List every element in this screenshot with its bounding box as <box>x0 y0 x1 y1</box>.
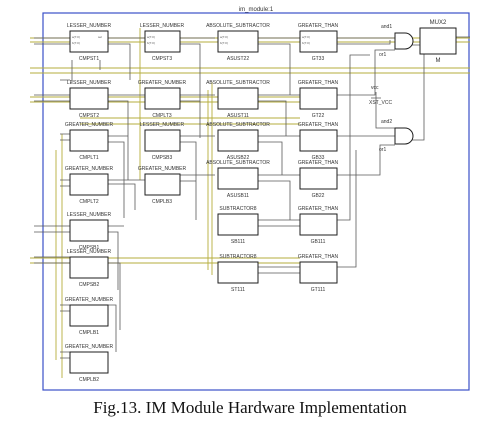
svg-text:a(7:0): a(7:0) <box>72 35 80 39</box>
svg-text:CMPLB3: CMPLB3 <box>152 199 172 205</box>
svg-text:CMPLB2: CMPLB2 <box>79 377 99 383</box>
svg-text:CMPLB1: CMPLB1 <box>79 330 99 336</box>
svg-text:GREATER_THAN: GREATER_THAN <box>298 122 339 128</box>
module-title: im_module:1 <box>239 7 274 13</box>
block-cmplt3: GREATER_NUMBER CMPLT3 <box>138 80 187 119</box>
svg-text:and2: and2 <box>381 119 392 125</box>
block-cmplt1: GREATER_NUMBER CMPLT1 <box>65 122 114 161</box>
svg-text:GREATER_NUMBER: GREATER_NUMBER <box>138 166 187 172</box>
svg-text:b(7:0): b(7:0) <box>220 41 228 45</box>
svg-text:GB111: GB111 <box>311 239 326 245</box>
svg-text:CMPSB2: CMPSB2 <box>79 282 100 288</box>
block-cmplb3: GREATER_NUMBER CMPLB3 <box>138 166 187 205</box>
svg-text:ABSOLUTE_SUBTRACTOR: ABSOLUTE_SUBTRACTOR <box>206 160 270 166</box>
svg-text:ASUSB22: ASUSB22 <box>227 155 250 161</box>
block-cmplb1: GREATER_NUMBER CMPLB1 <box>65 297 114 336</box>
schematic-diagram: im_module:1 LESSER_NUMBER CMPST1 LESSER_… <box>30 7 470 391</box>
svg-text:a(7:0): a(7:0) <box>220 35 228 39</box>
and-gate-1: and1 or1 <box>379 24 414 58</box>
svg-text:ST111: ST111 <box>231 287 245 293</box>
svg-text:sel: sel <box>98 35 102 39</box>
block-gt33: GREATER_THAN GT33 <box>298 23 339 62</box>
svg-text:ASUST22: ASUST22 <box>227 56 249 62</box>
svg-text:CMPLT3: CMPLT3 <box>152 113 172 119</box>
mux2-block: MUX2 M <box>419 20 457 64</box>
svg-text:ABSOLUTE_SUBTRACTOR: ABSOLUTE_SUBTRACTOR <box>206 80 270 86</box>
svg-text:ASUSB11: ASUSB11 <box>227 193 249 199</box>
block-st111: SUBTRACTOR8 ST111 <box>217 254 259 293</box>
block-gb22: GREATER_THAN GB22 <box>298 160 339 199</box>
svg-text:GREATER_THAN: GREATER_THAN <box>298 23 339 29</box>
svg-text:LESSER_NUMBER: LESSER_NUMBER <box>67 212 112 218</box>
svg-text:GB33: GB33 <box>312 155 325 161</box>
svg-text:ABSOLUTE_SUBTRACTOR: ABSOLUTE_SUBTRACTOR <box>206 122 270 128</box>
block-cmplt2: GREATER_NUMBER CMPLT2 <box>65 166 114 205</box>
svg-text:ABSOLUTE_SUBTRACTOR: ABSOLUTE_SUBTRACTOR <box>206 23 270 29</box>
svg-text:LESSER_NUMBER: LESSER_NUMBER <box>67 23 112 29</box>
svg-text:CMPST3: CMPST3 <box>152 56 173 62</box>
block-gb111: GREATER_THAN GB111 <box>298 206 339 245</box>
svg-text:M: M <box>436 58 441 64</box>
svg-text:a(7:0): a(7:0) <box>147 35 155 39</box>
svg-text:LESSER_NUMBER: LESSER_NUMBER <box>140 122 185 128</box>
svg-text:b(7:0): b(7:0) <box>72 41 80 45</box>
svg-text:GREATER_NUMBER: GREATER_NUMBER <box>138 80 187 86</box>
svg-text:LESSER_NUMBER: LESSER_NUMBER <box>140 23 185 29</box>
svg-text:GT22: GT22 <box>312 113 325 119</box>
svg-text:XST_VCC: XST_VCC <box>369 100 392 106</box>
module-frame <box>42 12 470 391</box>
svg-text:SB111: SB111 <box>231 239 245 245</box>
block-asusb11: ABSOLUTE_SUBTRACTOR ASUSB11 <box>206 160 270 199</box>
svg-text:LESSER_NUMBER: LESSER_NUMBER <box>67 249 112 255</box>
svg-text:b(7:0): b(7:0) <box>147 41 155 45</box>
svg-text:b(7:0): b(7:0) <box>302 41 310 45</box>
block-cmpst1: LESSER_NUMBER CMPST1 <box>67 23 112 62</box>
svg-text:SUBTRACTOR8: SUBTRACTOR8 <box>219 206 256 212</box>
block-cmpsb2: LESSER_NUMBER CMPSB2 <box>67 249 112 288</box>
svg-text:GT111: GT111 <box>311 287 326 293</box>
block-asust22: ABSOLUTE_SUBTRACTOR ASUST22 <box>206 23 270 62</box>
svg-text:CMPST2: CMPST2 <box>79 113 100 119</box>
svg-text:GREATER_THAN: GREATER_THAN <box>298 160 339 166</box>
block-gb33: GREATER_THAN GB33 <box>298 122 339 161</box>
svg-text:GREATER_NUMBER: GREATER_NUMBER <box>65 297 114 303</box>
svg-text:GREATER_THAN: GREATER_THAN <box>298 254 339 260</box>
block-cmpst2: LESSER_NUMBER CMPST2 <box>67 80 112 119</box>
block-asust11: ABSOLUTE_SUBTRACTOR ASUST11 <box>206 80 270 119</box>
svg-text:CMPLT2: CMPLT2 <box>79 199 99 205</box>
svg-text:CMPLT1: CMPLT1 <box>79 155 99 161</box>
svg-text:GREATER_THAN: GREATER_THAN <box>298 206 339 212</box>
block-sb111: SUBTRACTOR8 SB111 <box>217 206 259 245</box>
svg-text:GREATER_NUMBER: GREATER_NUMBER <box>65 344 114 350</box>
svg-text:GB22: GB22 <box>312 193 325 199</box>
svg-text:SUBTRACTOR8: SUBTRACTOR8 <box>219 254 256 260</box>
svg-text:CMPST1: CMPST1 <box>79 56 100 62</box>
block-gt111: GREATER_THAN GT111 <box>298 254 339 293</box>
block-cmplb2: GREATER_NUMBER CMPLB2 <box>65 344 114 383</box>
svg-text:GREATER_THAN: GREATER_THAN <box>298 80 339 86</box>
vcc-source: vcc XST_VCC <box>369 85 392 106</box>
svg-text:MUX2: MUX2 <box>430 20 447 26</box>
svg-text:or1: or1 <box>379 147 386 153</box>
svg-text:and1: and1 <box>381 24 392 30</box>
block-gt22: GREATER_THAN GT22 <box>298 80 339 119</box>
and-gate-2: and2 or1 <box>379 119 414 153</box>
svg-text:vcc: vcc <box>371 85 379 91</box>
block-asusb22: ABSOLUTE_SUBTRACTOR ASUSB22 <box>206 122 270 161</box>
block-cmpsb1: LESSER_NUMBER CMPSB1 <box>67 212 112 251</box>
block-cmpsb3: LESSER_NUMBER CMPSB3 <box>140 122 185 161</box>
svg-text:GT33: GT33 <box>312 56 325 62</box>
svg-text:CMPSB1: CMPSB1 <box>79 245 100 251</box>
svg-text:LESSER_NUMBER: LESSER_NUMBER <box>67 80 112 86</box>
svg-text:or1: or1 <box>379 52 386 58</box>
svg-text:CMPSB3: CMPSB3 <box>152 155 173 161</box>
figure-caption: Fig.13. IM Module Hardware Implementatio… <box>93 398 407 417</box>
svg-text:a(7:0): a(7:0) <box>302 35 310 39</box>
svg-text:GREATER_NUMBER: GREATER_NUMBER <box>65 166 114 172</box>
svg-text:ASUST11: ASUST11 <box>227 113 249 119</box>
svg-text:GREATER_NUMBER: GREATER_NUMBER <box>65 122 114 128</box>
pin-labels: a(7:0) b(7:0) sel a(7:0) b(7:0) a(7:0) b(7:0… <box>72 35 310 45</box>
logic-blocks: LESSER_NUMBER CMPST1 LESSER_NUMBER CMPST… <box>65 23 339 383</box>
block-cmpst3: LESSER_NUMBER CMPST3 <box>140 23 185 62</box>
